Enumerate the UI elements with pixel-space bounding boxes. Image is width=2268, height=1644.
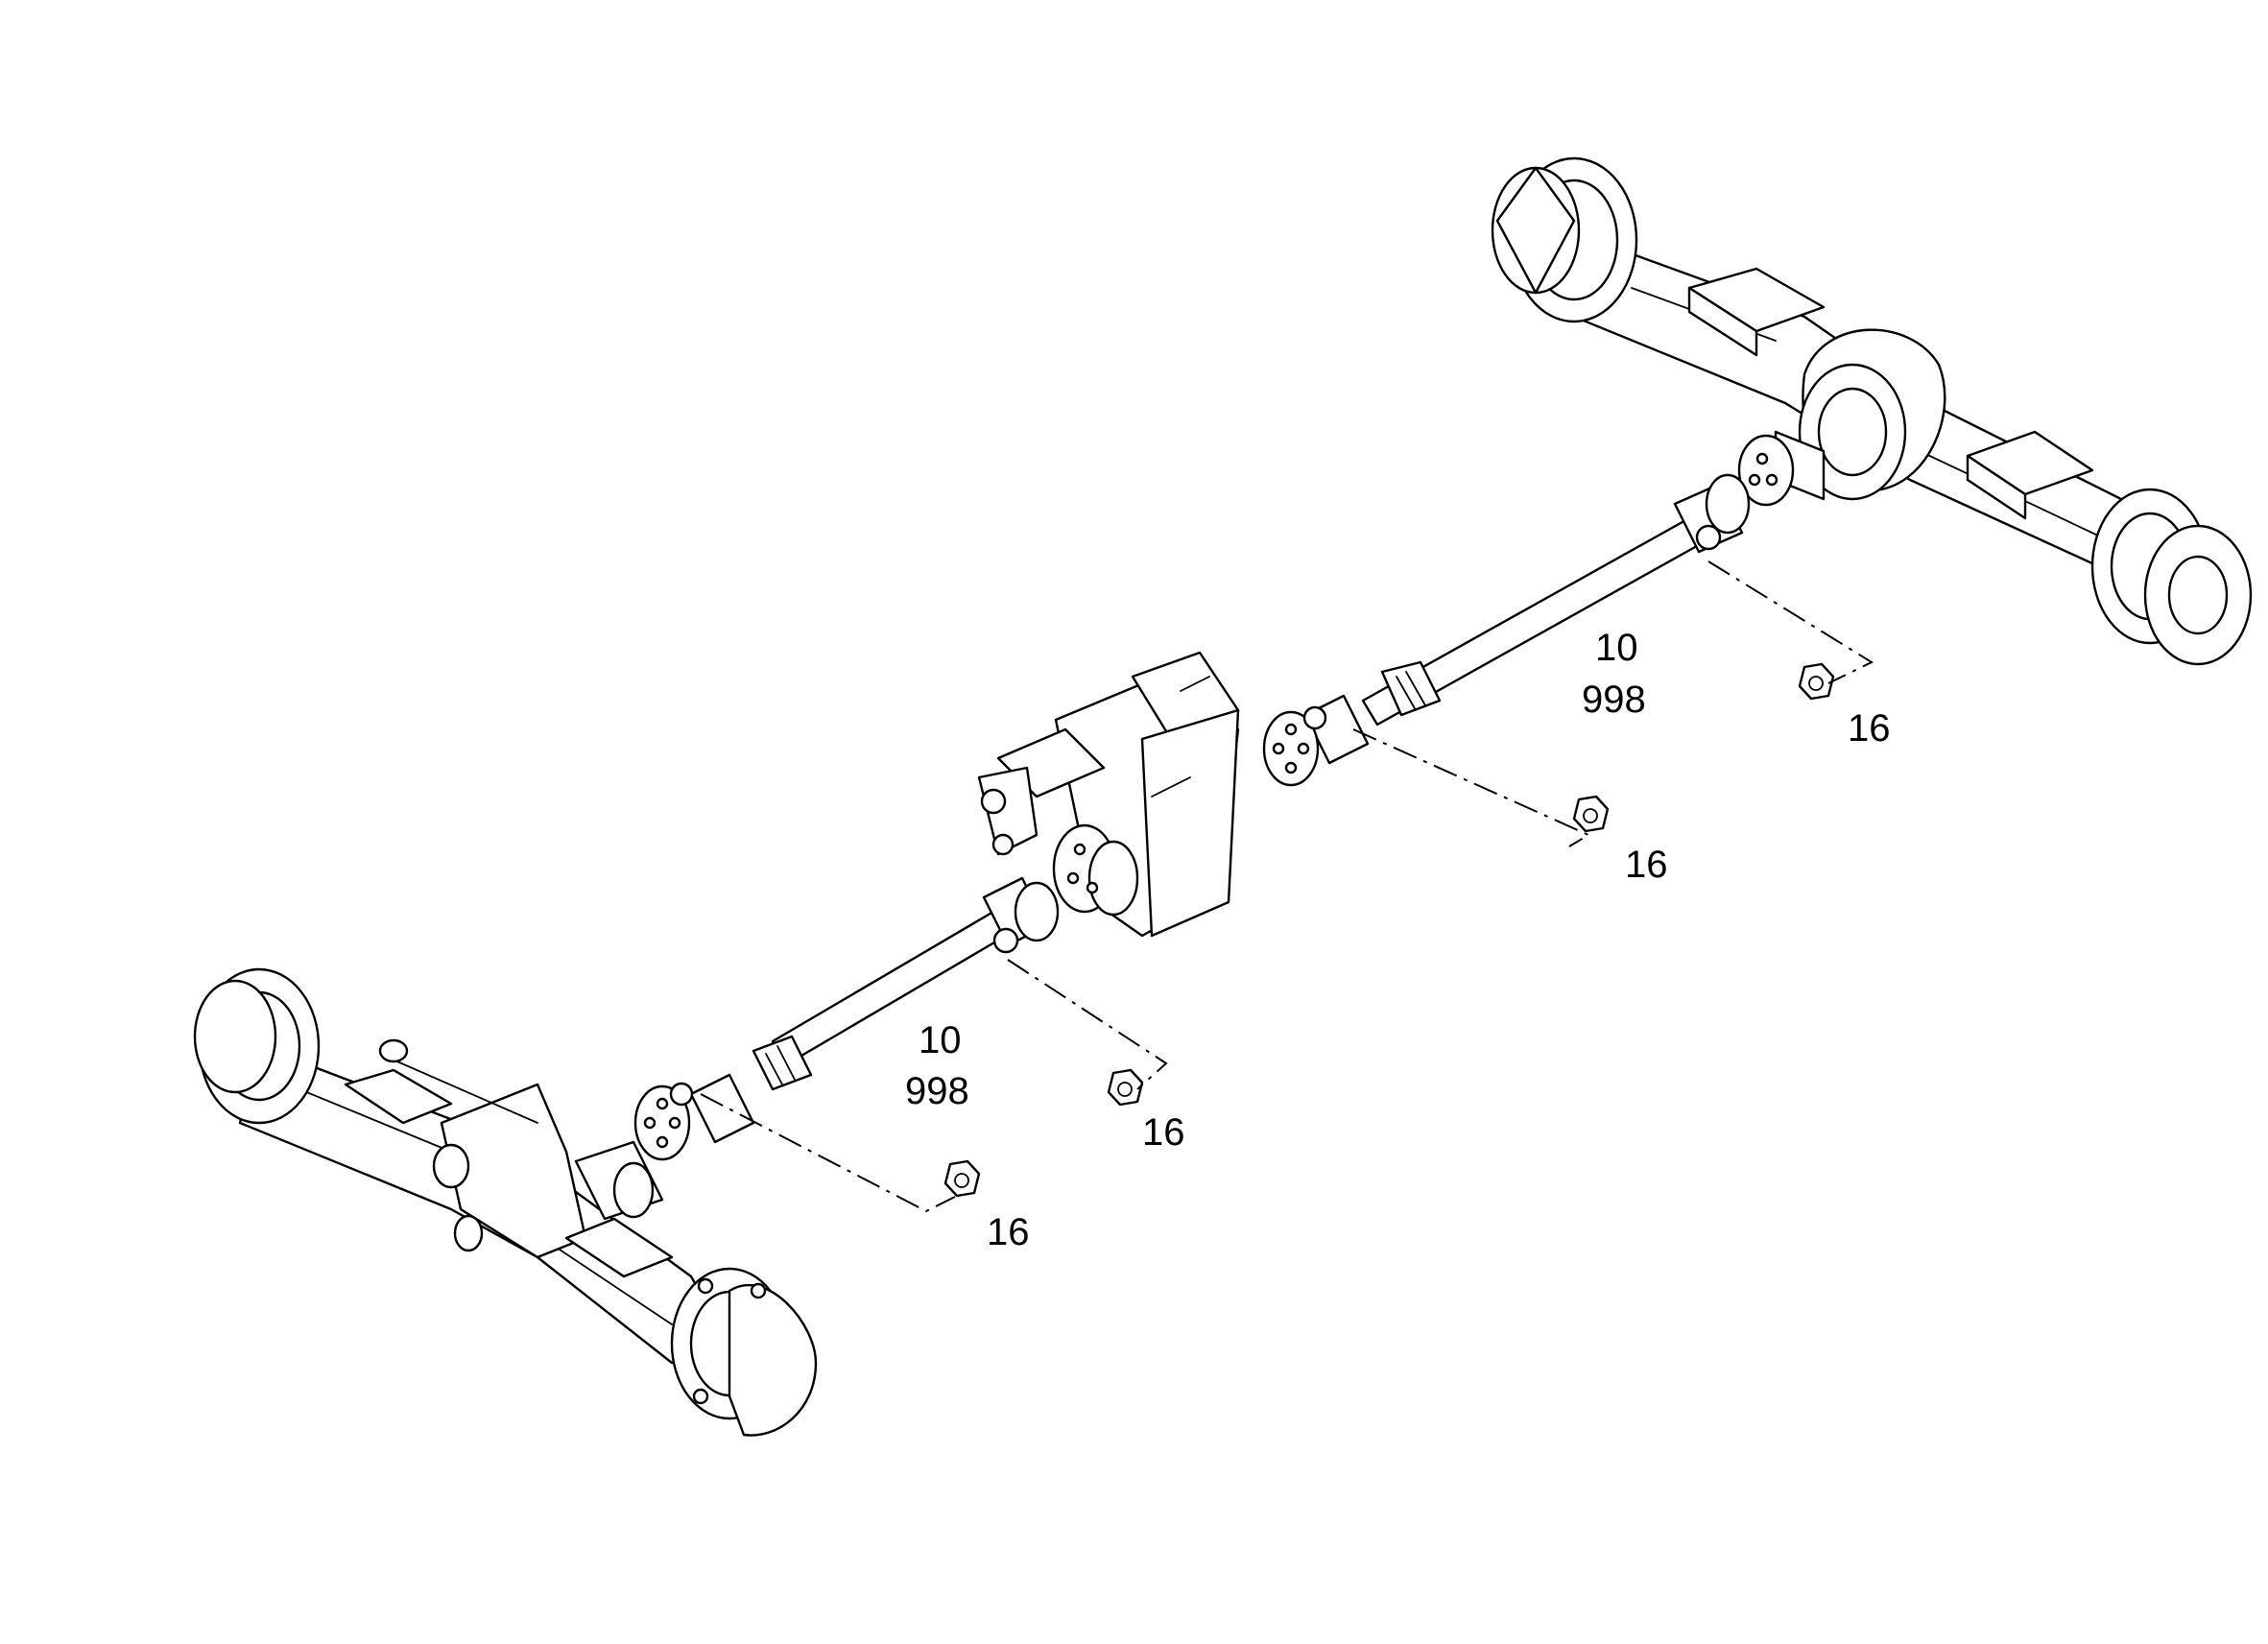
leader-front-upper: [1007, 959, 1168, 1090]
transfer-case: [977, 651, 1240, 938]
leader-rear-lower: [1352, 728, 1591, 847]
callout-rear-lower-nut: 16: [1625, 844, 1668, 886]
nut-rear-lower: [1572, 795, 1610, 833]
nut-rear-upper: [1798, 662, 1835, 701]
rear-axle: [1491, 156, 2253, 666]
leader-rear-upper: [1707, 560, 1874, 684]
callout-rear-upper-nut: 16: [1848, 707, 1891, 750]
callout-front-lower-nut: 16: [987, 1211, 1030, 1253]
nut-front-upper: [1107, 1068, 1144, 1107]
leader-front-lower: [700, 1093, 956, 1213]
nut-front-lower: [943, 1159, 981, 1198]
callout-rear-shaft-code: 998: [1582, 679, 1646, 721]
callout-front-upper-nut: 16: [1142, 1111, 1185, 1154]
callout-rear-shaft-number: 10: [1595, 627, 1638, 669]
front-drive-shaft: [633, 876, 1060, 1161]
callout-front-shaft-code: 998: [905, 1070, 969, 1112]
callout-front-shaft-number: 10: [919, 1019, 962, 1061]
front-axle: [193, 967, 818, 1437]
rear-drive-shaft: [1262, 473, 1751, 787]
